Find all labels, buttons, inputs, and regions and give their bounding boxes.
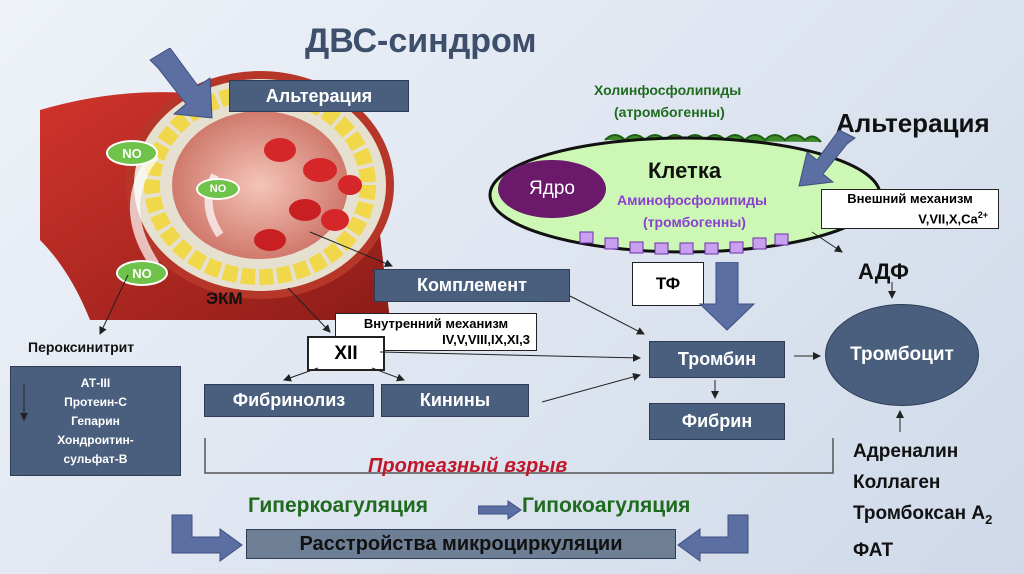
activators-list: Адреналин Коллаген Тромбоксан А2 ФАТ [853, 436, 992, 566]
anticoag-item: АТ-III [80, 375, 111, 390]
fibrin-box: Фибрин [649, 403, 785, 440]
anticoag-item: сульфат-В [63, 451, 128, 466]
internal-title: Внутренний механизм [363, 316, 509, 331]
kinins-box: Кинины [381, 384, 529, 417]
tf-box: ТФ [632, 262, 704, 306]
hyper-to-hypo-arrow [478, 500, 522, 520]
amino-square [774, 233, 789, 246]
internal-factors: IV,V,VIII,IX,XI,3 [442, 332, 530, 347]
external-mechanism: Внешний механизм V,VII,X,Ca2+ [821, 189, 999, 229]
peroxynitrite-label: Пероксинитрит [28, 339, 135, 355]
red-cell [264, 138, 296, 162]
alteration-right: Альтерация [836, 108, 990, 138]
arrow-vessel-complement [309, 231, 393, 268]
alteration-arrow-left [149, 48, 213, 119]
bent-arrow-left [171, 514, 243, 562]
arrow-vessel-peroxynitrite [99, 274, 129, 335]
red-cell [321, 209, 349, 231]
activator-item: Коллаген [853, 472, 941, 493]
fibrinolysis-box: Фибринолиз [204, 384, 374, 417]
amino-square [704, 242, 719, 255]
page-title: ДВС-синдром [305, 22, 537, 60]
external-title: Внешний механизм [847, 191, 973, 207]
arrow-cell-adf [811, 231, 843, 253]
amino-square [629, 241, 644, 254]
hypo-label: Гипокоагуляция [522, 494, 691, 517]
xii-box: XII [307, 336, 385, 371]
choline-line1: Холинфосфолипиды [594, 82, 742, 98]
activator-sub: 2 [985, 511, 993, 527]
adf-label: АДФ [858, 259, 909, 284]
amino-square [729, 241, 744, 254]
anticoag-item: Хондроитин- [57, 432, 134, 447]
red-cell [254, 229, 286, 251]
arrow-complement-thrombin [569, 295, 645, 335]
bent-arrow-right [677, 514, 749, 562]
arrow-vessel-xii [287, 287, 331, 333]
thrombin-box: Тромбин [649, 341, 785, 378]
no-label-3: NO [116, 260, 168, 286]
activator-item-thromboxane: Тромбоксан А2 [853, 498, 992, 535]
flow-arrow [130, 151, 160, 268]
protease-bracket [204, 438, 834, 474]
external-factors: V,VII,X,Ca [918, 211, 978, 227]
alteration-arrow-right [798, 130, 856, 187]
activator-item: ФАТ [853, 539, 894, 561]
arrow-internal-thrombin [379, 351, 641, 362]
micro-box: Расстройства микроциркуляции [246, 529, 676, 559]
red-cell [338, 175, 362, 195]
red-cell [289, 199, 321, 221]
external-factors-line: V,VII,X,Ca2+ [918, 207, 998, 227]
down-arrow-big [698, 262, 756, 331]
no-label-2: NO [196, 178, 240, 200]
complement-box: Комплемент [374, 269, 570, 302]
activator-item: Адреналин [853, 441, 959, 462]
amino-square [654, 242, 669, 255]
nucleus: Ядро [498, 160, 606, 218]
thrombocyte: Тромбоцит [825, 304, 979, 406]
arrow-kinins-thrombin [541, 373, 641, 403]
amino-line2: (тромбогенны) [643, 214, 746, 230]
anticoag-item: Протеин-С [64, 394, 127, 409]
protease-label: Протеазный взрыв [368, 455, 568, 477]
activator-text: Тромбоксан А [853, 503, 986, 524]
amino-square [604, 237, 619, 250]
ekm-label: ЭКМ [206, 289, 243, 308]
alteration-left-box: Альтерация [229, 80, 409, 112]
choline-line2: (атромбогенны) [614, 104, 725, 120]
amino-square [579, 231, 594, 244]
amino-square [679, 242, 694, 255]
amino-square [752, 237, 767, 250]
amino-squares [579, 231, 789, 255]
arrow-xii-fibrinolysis [283, 367, 319, 382]
hyper-label: Гиперкоагуляция [248, 494, 429, 517]
no-label-1: NO [106, 140, 158, 166]
external-factors-sup: 2+ [977, 210, 988, 221]
cell-title: Клетка [648, 158, 722, 183]
anticoag-item: Гепарин [71, 413, 120, 428]
red-cell [303, 158, 337, 182]
arrow-xii-kinins [371, 367, 405, 382]
amino-line1: Аминофосфолипиды [617, 192, 767, 208]
anticoagulants-box: АТ-III Протеин-С Гепарин Хондроитин- сул… [10, 366, 181, 476]
